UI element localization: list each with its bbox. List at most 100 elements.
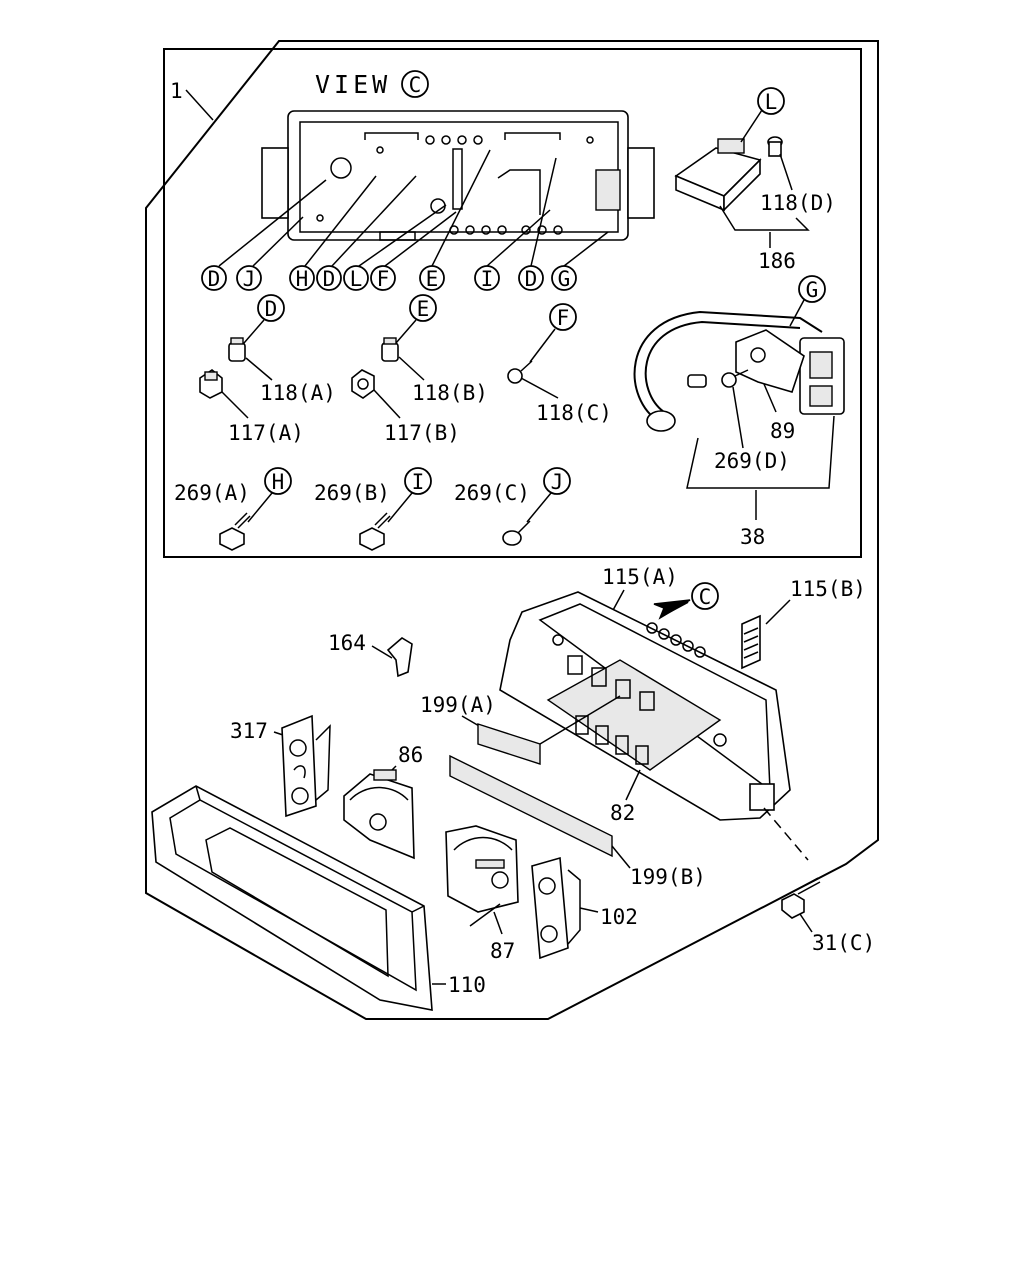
svg-text:E: E — [426, 267, 439, 291]
p117a-leader — [221, 391, 249, 419]
ref-L-letter: L — [765, 90, 778, 114]
label-269d: 269(D) — [714, 449, 790, 473]
part-269b-screw — [359, 512, 391, 551]
assembly-leader — [185, 89, 214, 121]
svg-text:D: D — [323, 267, 336, 291]
ref-I-leader — [387, 492, 413, 523]
view-ref-circle — [401, 70, 429, 98]
ref-D-letter-118a: D — [265, 297, 278, 321]
label-269a: 269(A) — [174, 481, 250, 505]
label-118c: 118(C) — [536, 401, 612, 425]
p118b-leader — [398, 356, 425, 381]
assembly-outline — [145, 40, 879, 1020]
ref-J-circle — [543, 467, 571, 495]
label-269c: 269(C) — [454, 481, 530, 505]
part-269c-screw — [502, 520, 531, 546]
part-317-gauge — [281, 714, 331, 818]
label-115b: 115(B) — [790, 577, 866, 601]
label-31c: 31(C) — [812, 931, 875, 955]
part-199a-panel — [477, 723, 541, 765]
ref-I-circle — [404, 467, 432, 495]
label-118d: 118(D) — [760, 191, 836, 215]
p164-leader — [371, 645, 393, 659]
svg-text:J: J — [243, 267, 256, 291]
label-89: 89 — [770, 419, 795, 443]
ref-F-circle — [549, 303, 577, 331]
ref-L-circle — [757, 87, 785, 115]
ref-H-circle — [264, 467, 292, 495]
part-269a-screw — [219, 512, 251, 551]
part-102-gauge — [531, 856, 581, 960]
p269d-leader — [732, 386, 744, 449]
label-115a: 115(A) — [602, 565, 678, 589]
label-164: 164 — [328, 631, 366, 655]
view-callout-row: D J H D L F E I D G — [201, 265, 577, 291]
p186-bracket — [719, 205, 810, 231]
p118c-leader — [520, 377, 559, 399]
label-186: 186 — [758, 249, 796, 273]
label-117a: 117(A) — [228, 421, 304, 445]
assembly-label: 1 — [170, 79, 183, 103]
label-86: 86 — [398, 743, 423, 767]
p31c-leader — [799, 913, 813, 933]
ref-C-circle — [691, 582, 719, 610]
label-117b: 117(B) — [384, 421, 460, 445]
part-269d-screw — [721, 369, 749, 388]
p87-leader — [493, 911, 503, 935]
part-86-speedometer — [343, 769, 415, 860]
p89-leader — [763, 383, 777, 413]
part-118c-bulb — [507, 360, 533, 384]
part-118d-bulb — [767, 136, 783, 157]
label-87: 87 — [490, 939, 515, 963]
part-118a-bulb — [228, 337, 246, 362]
label-38: 38 — [740, 525, 765, 549]
ref-F-letter: F — [557, 306, 570, 330]
part-110-bezel — [151, 785, 433, 1011]
part-87-tachometer — [445, 825, 519, 927]
svg-text:D: D — [208, 267, 221, 291]
ref-D-leader-118a — [243, 319, 265, 344]
part-118b-bulb — [381, 337, 399, 362]
part-31c-screw — [781, 877, 821, 919]
part-38-harness — [633, 310, 845, 432]
view-ref-letter: C — [409, 73, 422, 97]
ref-G-circle — [798, 275, 826, 303]
p118d-leader — [779, 153, 793, 191]
view-c-box — [163, 48, 862, 558]
ref-E-leader — [395, 319, 417, 344]
ref-H-leader — [247, 492, 273, 523]
label-269b: 269(B) — [314, 481, 390, 505]
p31c-alignment-dash — [763, 807, 809, 861]
svg-text:I: I — [481, 267, 494, 291]
view-callout-leaders — [218, 149, 609, 267]
cluster-back-view — [261, 110, 655, 241]
view-title: VIEW — [315, 70, 391, 99]
part-115b-strip — [741, 614, 761, 670]
part-186-module — [674, 138, 762, 212]
ref-J-leader — [526, 492, 552, 523]
ref-G-letter: G — [806, 278, 819, 302]
label-118a: 118(A) — [260, 381, 336, 405]
ref-E-letter: E — [417, 297, 430, 321]
p118a-leader — [245, 357, 273, 381]
svg-text:D: D — [525, 267, 538, 291]
part-199b-strip — [449, 754, 613, 858]
label-317: 317 — [230, 719, 268, 743]
svg-text:G: G — [558, 267, 571, 291]
p82-leader — [625, 769, 641, 801]
ref-L-leader — [740, 109, 763, 143]
label-102: 102 — [600, 905, 638, 929]
svg-text:L: L — [350, 267, 363, 291]
p199b-leader — [611, 845, 631, 869]
svg-text:H: H — [296, 267, 309, 291]
part-89-lamp-plate — [687, 329, 805, 393]
ref-I-letter: I — [412, 470, 425, 494]
label-82: 82 — [610, 801, 635, 825]
p115a-leader — [611, 589, 625, 613]
p38-bracket — [686, 415, 835, 489]
ref-J-letter: J — [551, 470, 564, 494]
label-118b: 118(B) — [412, 381, 488, 405]
part-115a-case — [499, 591, 791, 821]
ref-F-leader — [529, 328, 556, 363]
